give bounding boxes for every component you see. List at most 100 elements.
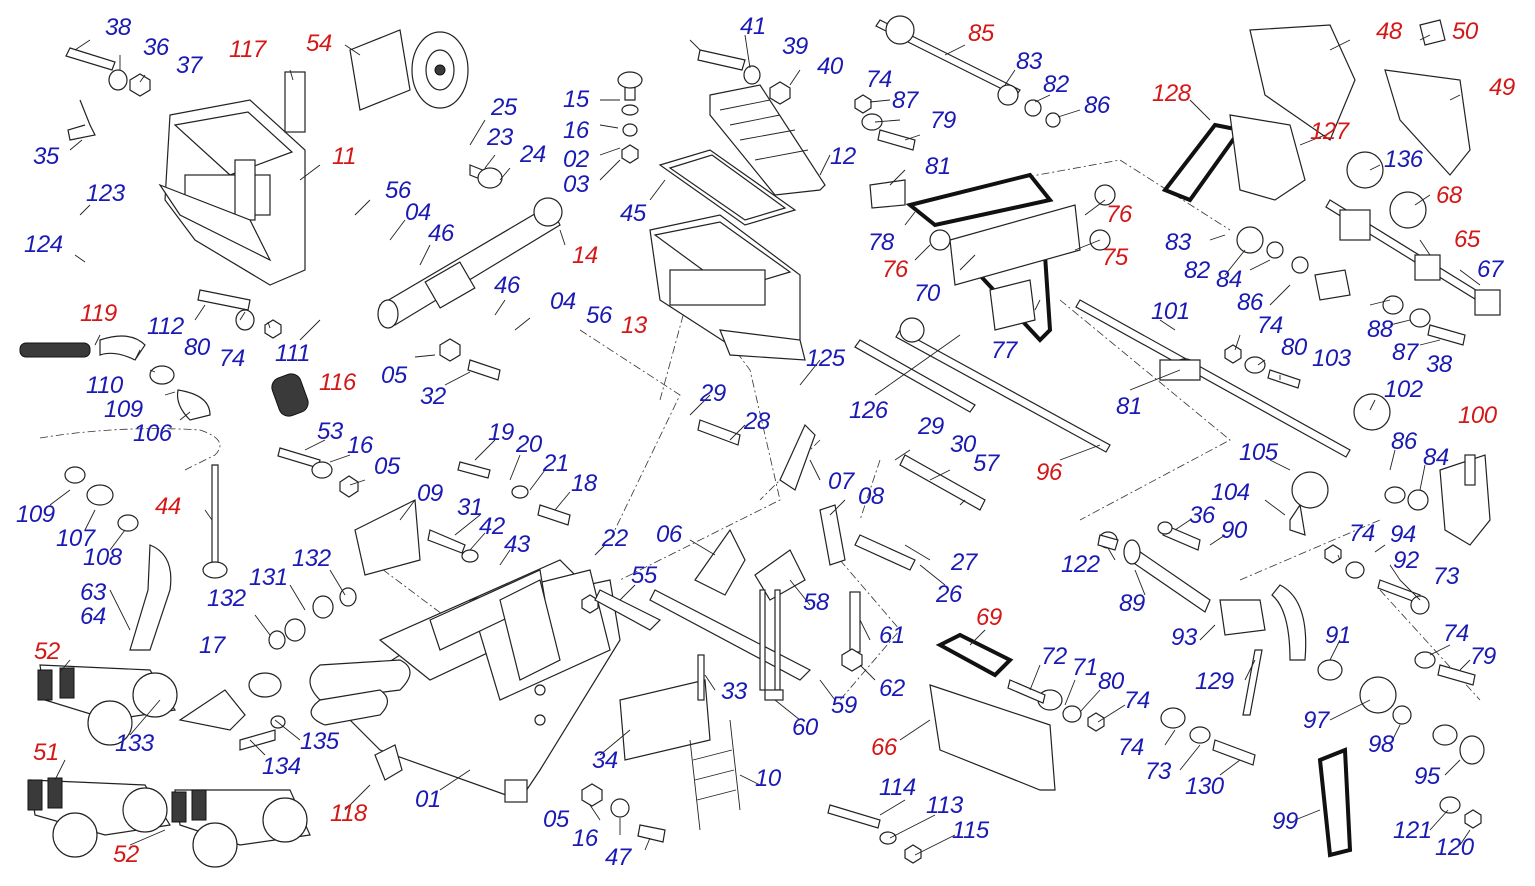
callout-92: 92 xyxy=(1393,547,1419,574)
callout-11: 11 xyxy=(332,143,356,170)
callout-110: 110 xyxy=(86,372,123,399)
callout-61: 61 xyxy=(879,622,905,649)
callout-32: 32 xyxy=(420,383,446,410)
callout-36b: 36 xyxy=(1189,502,1215,529)
callout-59: 59 xyxy=(831,692,857,719)
callout-80c: 80 xyxy=(1098,668,1124,695)
callout-125: 125 xyxy=(806,345,845,372)
callout-38b: 38 xyxy=(1426,351,1452,378)
bearings-131-132 xyxy=(268,587,357,650)
callout-29: 29 xyxy=(700,380,726,407)
callout-17: 17 xyxy=(199,632,225,659)
callout-133: 133 xyxy=(115,730,154,757)
callout-128: 128 xyxy=(1152,80,1191,107)
row-units xyxy=(27,664,403,868)
callout-90: 90 xyxy=(1221,517,1247,544)
callout-78: 78 xyxy=(868,229,894,256)
callout-131: 131 xyxy=(249,564,288,591)
callout-86c: 86 xyxy=(1391,428,1417,455)
callout-104: 104 xyxy=(1211,479,1250,506)
callout-89: 89 xyxy=(1119,590,1145,617)
callout-83: 83 xyxy=(1016,48,1042,75)
callout-74: 74 xyxy=(219,345,245,372)
hopper-13 xyxy=(649,214,806,361)
gauge-wheel-54 xyxy=(349,29,469,111)
callout-100: 100 xyxy=(1458,402,1497,429)
callout-21: 21 xyxy=(543,450,569,477)
callout-51: 51 xyxy=(33,739,59,766)
callout-121: 121 xyxy=(1393,817,1432,844)
callout-105: 105 xyxy=(1239,439,1278,466)
callout-05: 05 xyxy=(381,362,407,389)
callout-68: 68 xyxy=(1436,182,1462,209)
callout-13: 13 xyxy=(621,312,647,339)
callout-54: 54 xyxy=(306,30,332,57)
callout-09: 09 xyxy=(417,480,443,507)
callout-04b: 04 xyxy=(550,288,576,315)
callout-05c: 05 xyxy=(543,806,569,833)
callout-82: 82 xyxy=(1043,71,1069,98)
callout-06: 06 xyxy=(656,521,682,548)
callout-106: 106 xyxy=(133,420,172,447)
callout-49: 49 xyxy=(1489,74,1515,101)
callout-129: 129 xyxy=(1195,668,1234,695)
callout-05b: 05 xyxy=(374,453,400,480)
callout-103: 103 xyxy=(1312,345,1351,372)
callout-16b: 16 xyxy=(347,432,373,459)
callout-127: 127 xyxy=(1310,118,1349,145)
callout-79b: 79 xyxy=(1470,643,1496,670)
seed-tube-hoses xyxy=(19,335,309,651)
callout-22: 22 xyxy=(602,525,628,552)
callout-74d: 74 xyxy=(1257,312,1283,339)
callout-41: 41 xyxy=(740,13,766,40)
callout-15: 15 xyxy=(563,86,589,113)
callout-97: 97 xyxy=(1303,707,1329,734)
callout-82b: 82 xyxy=(1184,257,1210,284)
callout-19: 19 xyxy=(488,419,514,446)
tray-45 xyxy=(658,149,797,226)
frame-12 xyxy=(709,84,826,196)
callout-07: 07 xyxy=(828,468,854,495)
callout-130: 130 xyxy=(1185,773,1224,800)
callout-135: 135 xyxy=(300,728,339,755)
callout-74g: 74 xyxy=(1349,520,1375,547)
callout-64: 64 xyxy=(80,603,106,630)
hopper-11 xyxy=(158,99,306,286)
callout-46b: 46 xyxy=(494,272,520,299)
callout-47: 47 xyxy=(605,844,631,871)
callout-36: 36 xyxy=(143,34,169,61)
callout-31: 31 xyxy=(457,494,483,521)
callout-23: 23 xyxy=(487,124,513,151)
callout-93: 93 xyxy=(1171,624,1197,651)
callout-108: 108 xyxy=(83,544,122,571)
callout-30: 30 xyxy=(950,431,976,458)
callout-86: 86 xyxy=(1084,92,1110,119)
callout-39: 39 xyxy=(782,33,808,60)
callout-43: 43 xyxy=(504,531,530,558)
callout-84: 84 xyxy=(1216,266,1242,293)
callout-76: 76 xyxy=(882,256,908,283)
callout-55: 55 xyxy=(631,562,657,589)
callout-50: 50 xyxy=(1452,18,1478,45)
callout-72: 72 xyxy=(1041,643,1067,670)
callout-74h: 74 xyxy=(1443,620,1469,647)
callout-95: 95 xyxy=(1414,763,1440,790)
callout-134: 134 xyxy=(262,753,301,780)
callout-96: 96 xyxy=(1036,459,1062,486)
callout-112: 112 xyxy=(147,313,184,340)
callout-34: 34 xyxy=(592,747,618,774)
callout-65: 65 xyxy=(1454,226,1480,253)
callout-38: 38 xyxy=(105,14,131,41)
callout-87: 87 xyxy=(892,87,918,114)
callout-52b: 52 xyxy=(113,841,139,868)
callout-12: 12 xyxy=(830,143,856,170)
callout-14: 14 xyxy=(572,242,598,269)
callout-118: 118 xyxy=(330,800,367,827)
callout-57: 57 xyxy=(973,450,999,477)
callout-132: 132 xyxy=(292,545,331,572)
callout-88: 88 xyxy=(1367,316,1393,343)
callout-80: 80 xyxy=(184,334,210,361)
callout-113: 113 xyxy=(926,792,963,819)
